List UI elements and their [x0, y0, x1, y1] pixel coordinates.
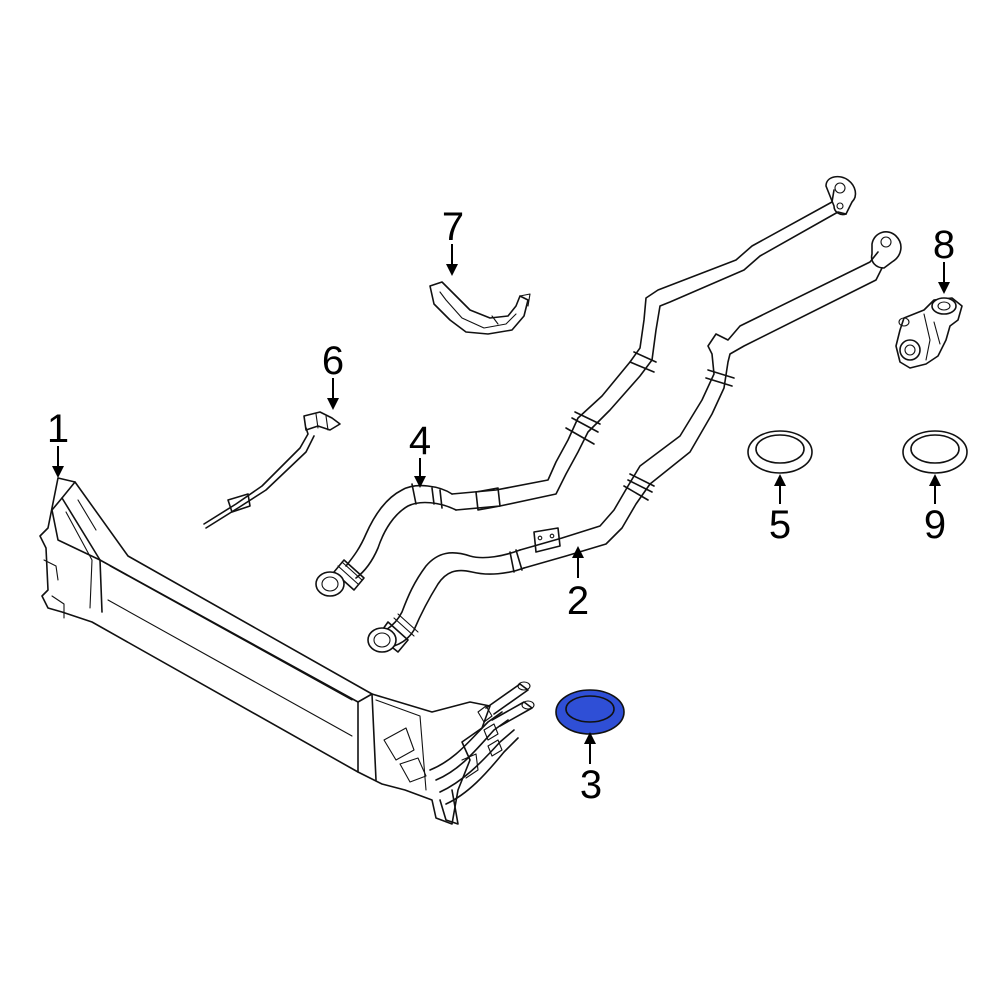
arrowhead-6 — [327, 398, 339, 410]
callout-5: 5 — [769, 503, 791, 547]
arrowhead-7 — [446, 264, 458, 276]
callout-2: 2 — [567, 579, 589, 623]
arrowhead-2 — [572, 546, 584, 558]
arrowhead-5 — [774, 474, 786, 486]
callout-labels: 1 2 3 4 5 6 7 8 9 — [47, 205, 955, 807]
seal-part-3-highlighted[interactable] — [555, 689, 625, 735]
callout-9: 9 — [924, 503, 946, 547]
arrowhead-8 — [938, 282, 950, 294]
callout-6: 6 — [322, 339, 344, 383]
callout-8: 8 — [933, 223, 955, 267]
hose-part-2[interactable] — [367, 231, 902, 653]
arrowhead-3 — [584, 732, 596, 744]
callout-7: 7 — [442, 205, 464, 249]
arrowhead-4 — [414, 476, 426, 488]
thermostat-part-8[interactable] — [895, 297, 963, 369]
callout-4: 4 — [409, 419, 431, 463]
callout-arrows — [52, 244, 950, 764]
callout-1: 1 — [47, 407, 69, 451]
callout-3: 3 — [580, 763, 602, 807]
oil-cooler-part-1[interactable] — [39, 477, 535, 825]
arrowhead-1 — [52, 466, 64, 478]
arrowhead-9 — [929, 474, 941, 486]
hose-part-4[interactable] — [315, 175, 857, 597]
o-ring-part-5[interactable] — [747, 430, 813, 474]
bracket-part-7[interactable] — [429, 281, 531, 335]
o-ring-part-9[interactable] — [902, 430, 968, 474]
bracket-part-6[interactable] — [203, 411, 341, 529]
